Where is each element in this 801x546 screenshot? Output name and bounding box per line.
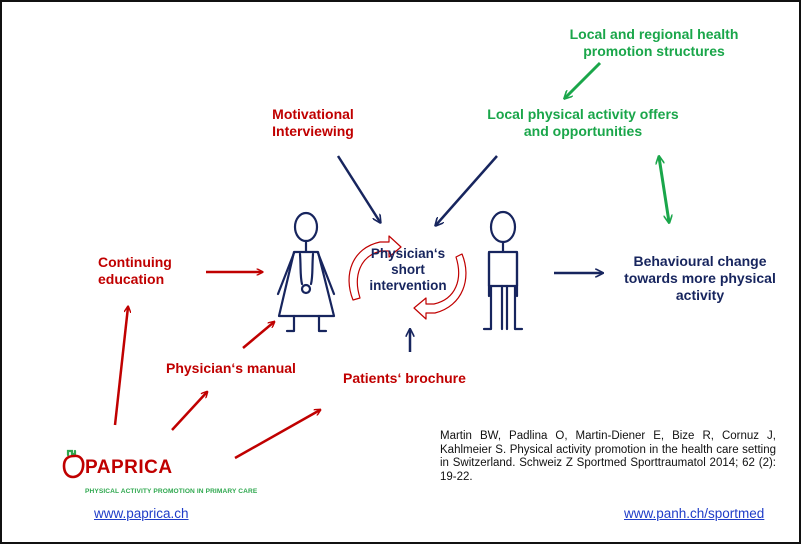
slide-frame-right: [799, 0, 801, 544]
arrow-logo-to-manual: [171, 392, 207, 431]
paprica-logo-icon: [62, 449, 85, 479]
arrow-manual-to-physician: [242, 322, 274, 349]
physician-figure-icon: [276, 211, 336, 333]
label-continuing: Continuing education: [98, 254, 172, 287]
label-local-regional: Local and regional health promotion stru…: [569, 26, 739, 59]
label-motivational: Motivational Interviewing: [272, 106, 354, 139]
link-paprica[interactable]: www.paprica.ch: [94, 506, 189, 521]
label-center: Physician‘s short intervention: [369, 246, 447, 293]
label-behaviour: Behavioural change towards more physical…: [624, 253, 776, 303]
patient-figure-icon: [482, 210, 524, 331]
arrow-motivational-to-center: [336, 155, 380, 222]
arrow-logo-to-brochure: [234, 410, 320, 460]
arrow-logo-to-continuing: [113, 307, 128, 426]
label-brochure: Patients‘ brochure: [343, 370, 466, 386]
arrow-localpa-to-center: [436, 155, 498, 225]
arrow-regional-to-local: [565, 61, 602, 98]
label-manual: Physician‘s manual: [166, 360, 296, 376]
cycle-arrows-icon: [348, 235, 467, 320]
paprica-logo-tagline: PHYSICAL ACTIVITY PROMOTION IN PRIMARY C…: [85, 488, 258, 495]
paprica-logo-text: PAPRICA: [85, 457, 173, 478]
arrow-local-behaviour-bidirectional: [659, 157, 669, 222]
slide-frame-bottom: [0, 542, 800, 544]
label-local-pa: Local physical activity offers and oppor…: [487, 106, 679, 139]
reference-text: Martin BW, Padlina O, Martin-Diener E, B…: [440, 430, 776, 483]
link-panh[interactable]: www.panh.ch/sportmed: [624, 506, 765, 521]
